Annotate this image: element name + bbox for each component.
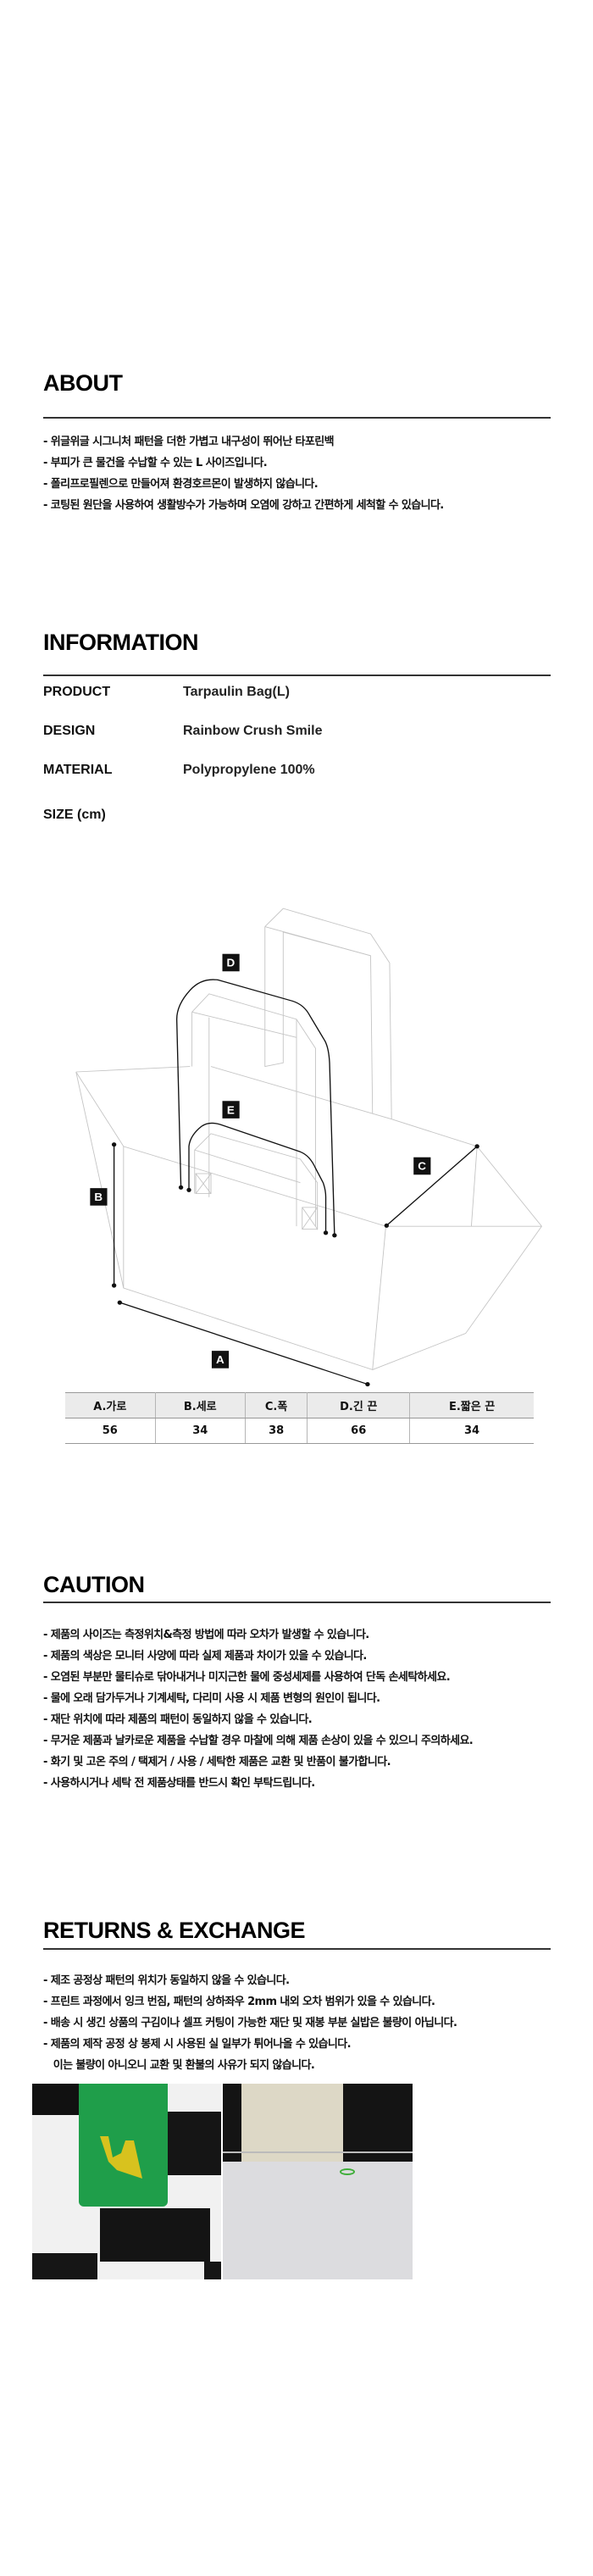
list-item: - 프린트 과정에서 잉크 번짐, 패턴의 상하좌우 2mm 내외 오차 범위가… <box>43 1996 435 2008</box>
table-row: 56 34 38 66 34 <box>65 1418 534 1444</box>
table-header-row: A.가로 B.세로 C.폭 D.긴 끈 E.짧은 끈 <box>65 1392 534 1418</box>
table-header-cell: A.가로 <box>65 1392 156 1418</box>
list-item: - 재단 위치에 따라 제품의 패턴이 동일하지 않을 수 있습니다. <box>43 1713 313 1726</box>
list-item: - 위글위글 시그니처 패턴을 더한 가볍고 내구성이 뛰어난 타포린백 <box>43 436 335 448</box>
returns-heading: RETURNS & EXCHANGE <box>43 1918 306 1943</box>
info-value-material: Polypropylene 100% <box>183 763 315 777</box>
table-cell: 34 <box>154 1418 246 1444</box>
list-item: - 제조 공정상 패턴의 위치가 동일하지 않을 수 있습니다. <box>43 1974 290 1987</box>
smile-logo-icon <box>100 2136 142 2179</box>
table-header-cell: B.세로 <box>154 1392 246 1418</box>
caution-heading: CAUTION <box>43 1572 145 1597</box>
bag-outline <box>75 908 542 1371</box>
table-header-cell: C.폭 <box>244 1392 308 1418</box>
caution-list: - 제품의 사이즈는 측정위치&측정 방법에 따라 오차가 발생할 수 있습니다… <box>43 1624 474 1794</box>
table-header-cell: D.긴 끈 <box>307 1392 411 1418</box>
table-header-cell: E.짧은 끈 <box>409 1392 534 1418</box>
list-item: - 무거운 제품과 날카로운 제품을 수납할 경우 마찰에 의해 제품 손상이 … <box>43 1735 474 1747</box>
list-item: - 사용하시거나 세탁 전 제품상태를 반드시 확인 부탁드립니다. <box>43 1777 315 1790</box>
information-heading: INFORMATION <box>43 630 198 655</box>
measure-line-a <box>119 1302 369 1385</box>
green-tag <box>79 2084 168 2207</box>
info-label-material: MATERIAL <box>43 763 113 777</box>
list-item: - 제품의 제작 공정 상 봉제 시 사용된 실 일부가 튀어나올 수 있습니다… <box>43 2038 352 2051</box>
table-cell: 56 <box>65 1418 156 1444</box>
caution-divider <box>43 1602 551 1603</box>
diagram-label-c: C <box>418 1160 426 1173</box>
table-cell: 34 <box>409 1418 534 1444</box>
photo-tag-stitching <box>32 2084 221 2279</box>
photo-thread-detail <box>223 2084 413 2279</box>
table-cell: 38 <box>244 1418 308 1444</box>
measure-line-c <box>385 1146 478 1226</box>
list-item: - 오염된 부분만 물티슈로 닦아내거나 미지근한 물에 중성세제를 사용하여 … <box>43 1671 451 1684</box>
size-table: A.가로 B.세로 C.폭 D.긴 끈 E.짧은 끈 56 34 38 66 3… <box>65 1392 534 1444</box>
about-heading: ABOUT <box>43 370 123 396</box>
list-item: - 제품의 사이즈는 측정위치&측정 방법에 따라 오차가 발생할 수 있습니다… <box>43 1629 369 1641</box>
bag-size-diagram: D E C B A <box>75 908 542 1387</box>
returns-list: - 제조 공정상 패턴의 위치가 동일하지 않을 수 있습니다. - 프린트 과정… <box>43 1970 457 2076</box>
information-divider <box>43 675 551 676</box>
list-item: - 물에 오래 담가두거나 기계세탁, 다리미 사용 시 제품 변형의 원인이 … <box>43 1692 380 1705</box>
list-item: - 배송 시 생긴 상품의 구김이나 셀프 커팅이 가능한 재단 및 재봉 부분… <box>43 2017 457 2029</box>
list-item: - 부피가 큰 물건을 수납할 수 있는 L 사이즈입니다. <box>43 457 268 469</box>
info-value-product: Tarpaulin Bag(L) <box>183 685 290 699</box>
info-value-design: Rainbow Crush Smile <box>183 724 323 738</box>
about-list: - 위글위글 시그니처 패턴을 더한 가볍고 내구성이 뛰어난 타포린백 - 부피… <box>43 431 444 516</box>
list-item: - 코팅된 원단을 사용하여 생활방수가 가능하며 오염에 강하고 간편하게 세… <box>43 499 444 512</box>
size-label: SIZE (cm) <box>43 808 106 822</box>
table-cell: 66 <box>307 1418 411 1444</box>
list-item: - 화기 및 고온 주의 / 택제거 / 사용 / 세탁한 제품은 교환 및 반… <box>43 1756 391 1768</box>
list-item: - 폴리프로필렌으로 만들어져 환경호르몬이 발생하지 않습니다. <box>43 478 319 491</box>
diagram-label-e: E <box>227 1104 235 1117</box>
list-item: - 제품의 색상은 모니터 사양에 따라 실제 제품과 차이가 있을 수 있습니… <box>43 1650 367 1663</box>
measure-line-d <box>175 979 335 1235</box>
info-label-product: PRODUCT <box>43 685 111 699</box>
info-label-design: DESIGN <box>43 724 96 738</box>
list-item: 이는 불량이 아니오니 교환 및 환불의 사유가 되지 않습니다. <box>43 2059 315 2072</box>
about-divider <box>43 417 551 419</box>
returns-divider <box>43 1948 551 1950</box>
diagram-label-a: A <box>216 1353 224 1366</box>
measure-line-e <box>188 1122 327 1233</box>
measure-lines <box>113 979 478 1385</box>
diagram-label-b: B <box>94 1191 103 1203</box>
diagram-label-d: D <box>227 957 236 969</box>
